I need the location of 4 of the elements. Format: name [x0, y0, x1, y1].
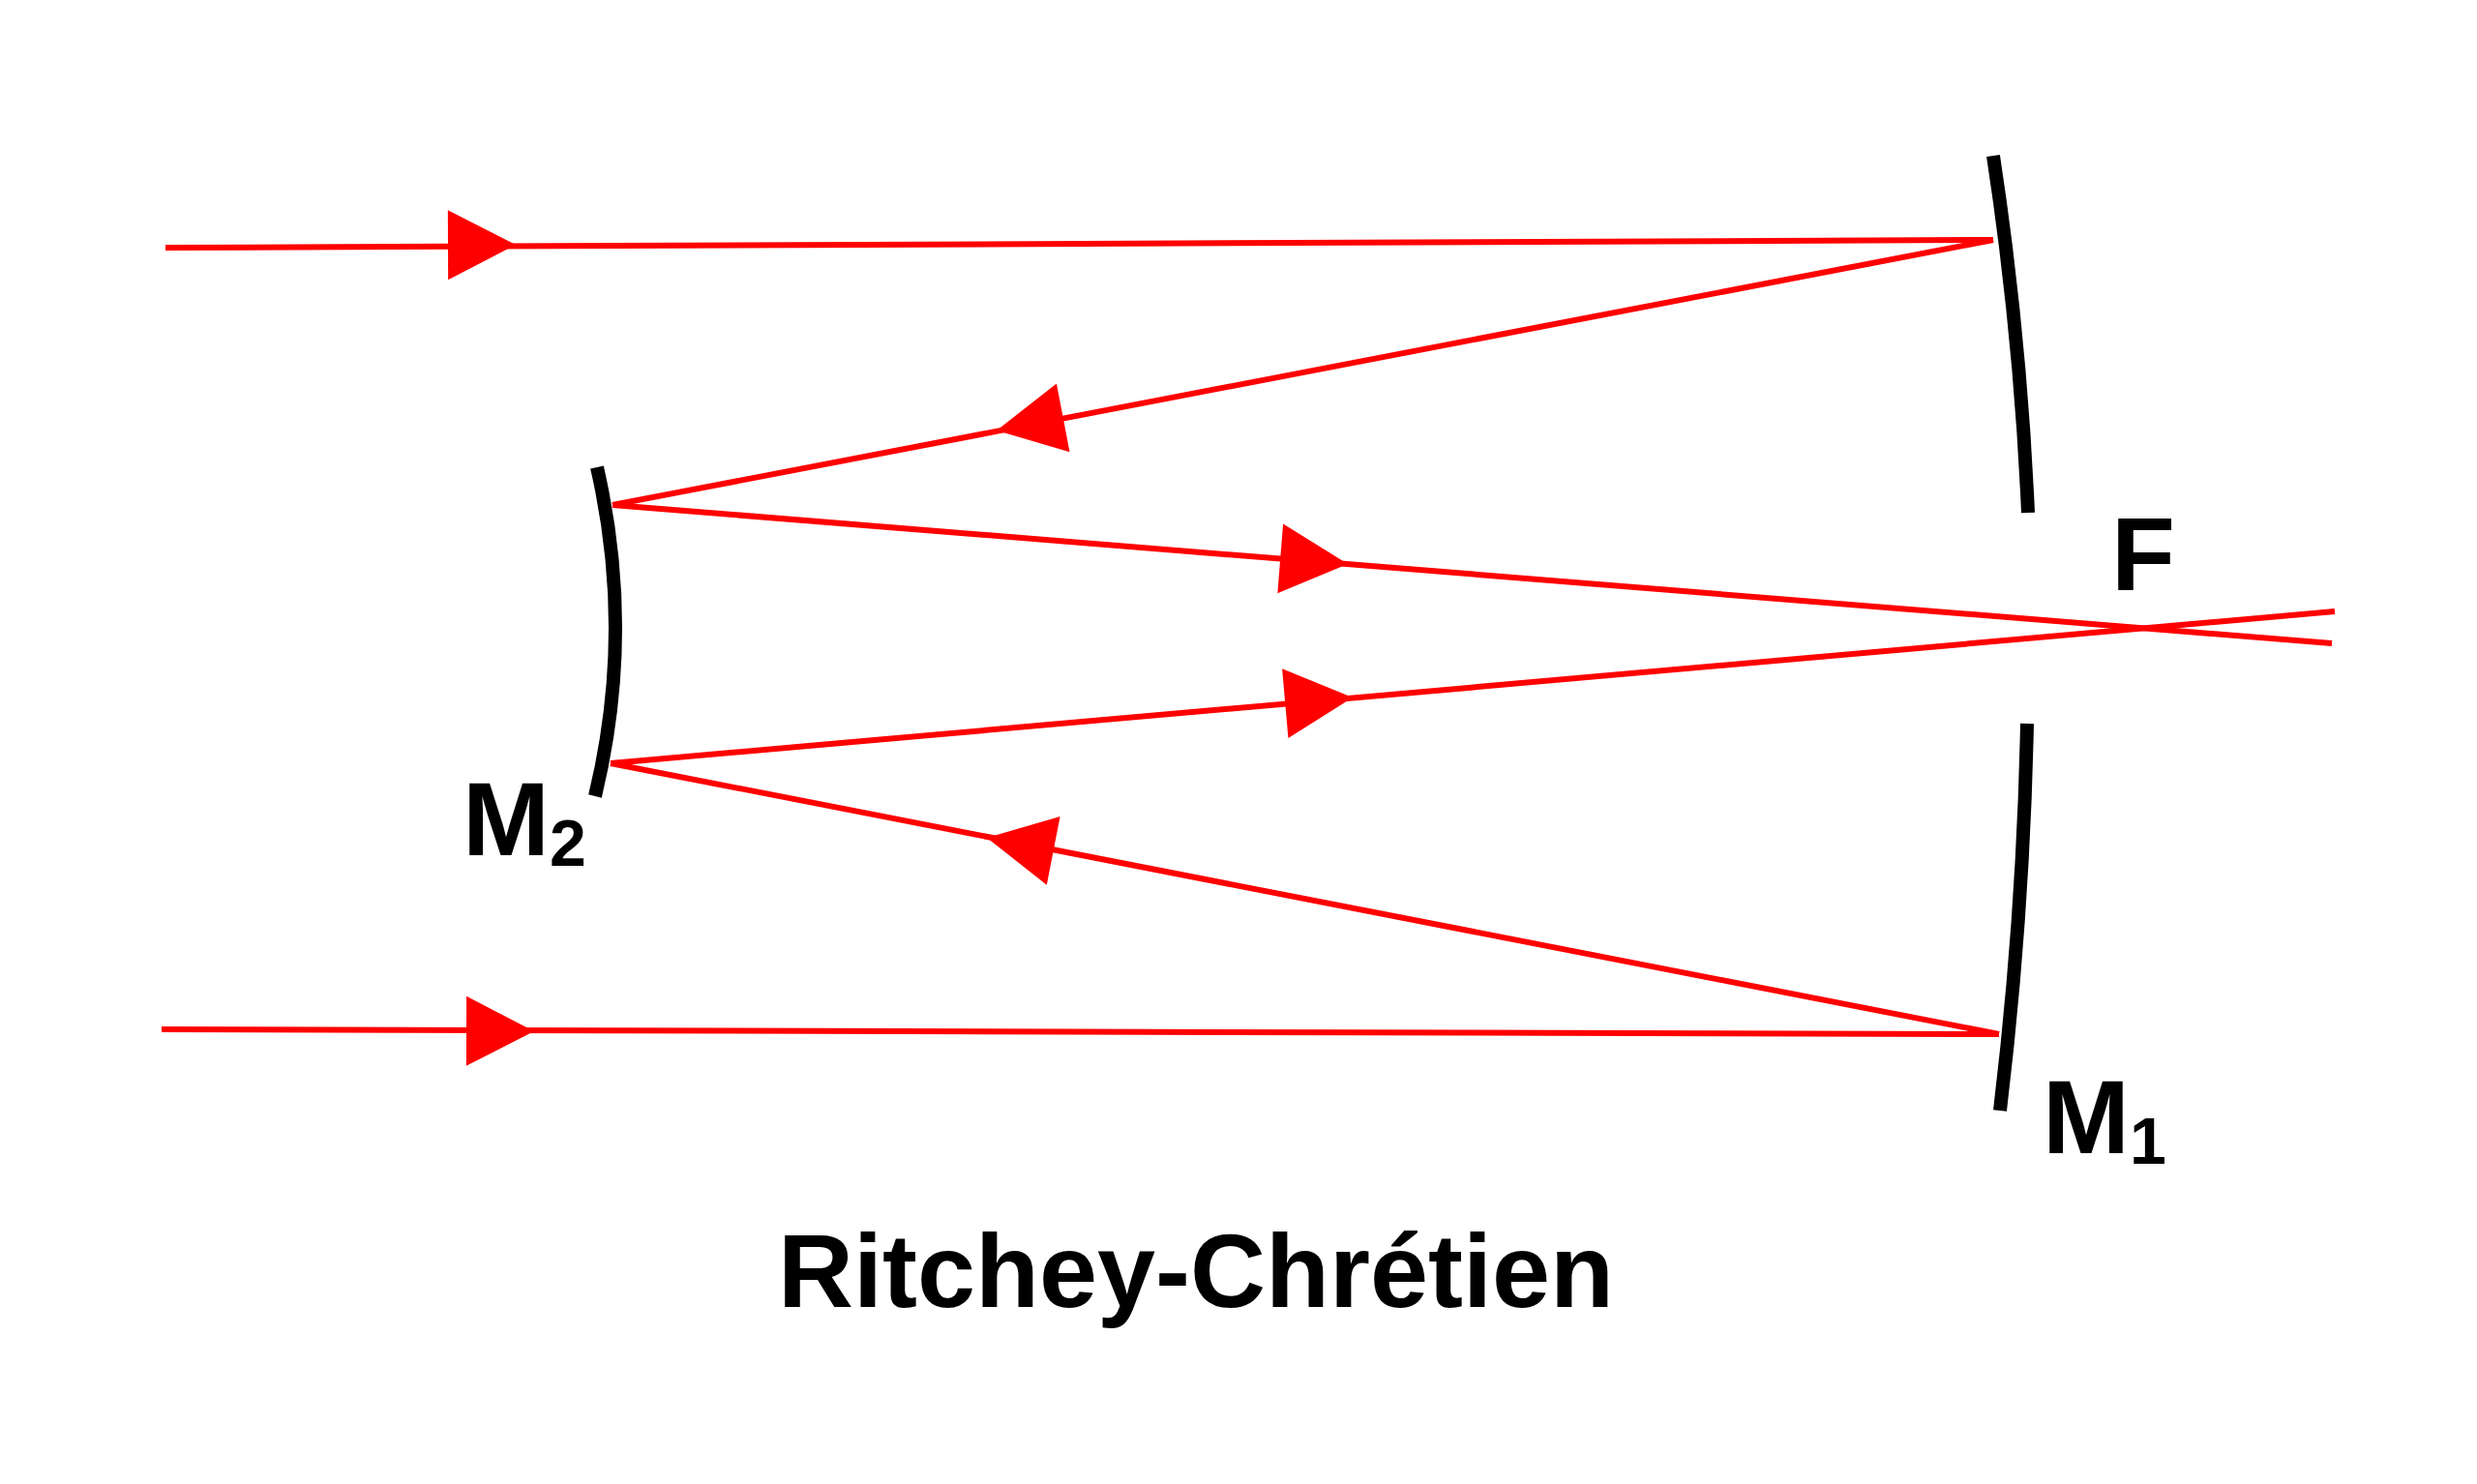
focus-label: F	[2111, 502, 2175, 607]
caption: Ritchey-Chrétien	[777, 1211, 1615, 1331]
mirror-label: M$_{2}$	[463, 767, 586, 872]
mirror-label: M$_{1}$	[2043, 1065, 2166, 1170]
